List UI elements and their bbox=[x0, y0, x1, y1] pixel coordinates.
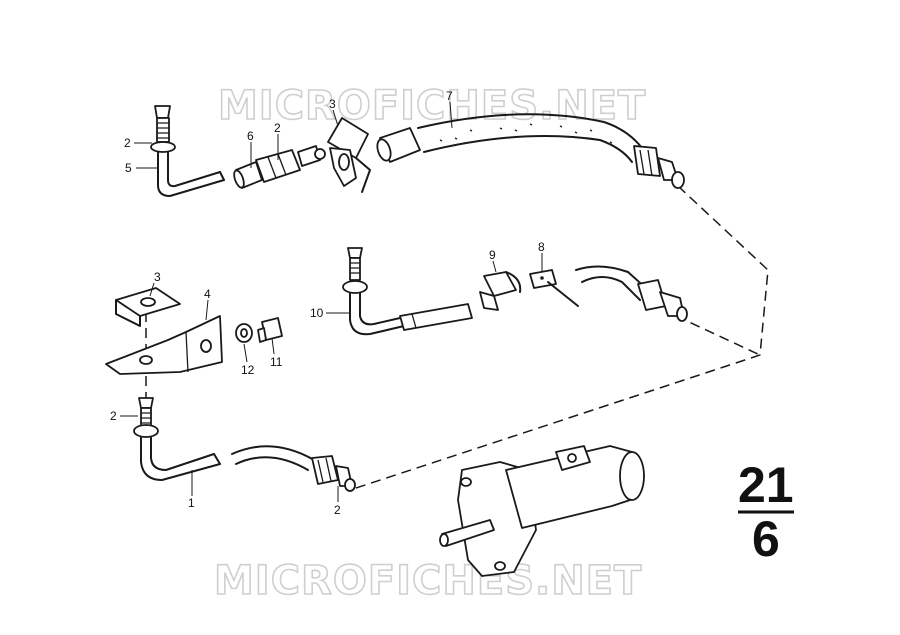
callout-9: 9 bbox=[489, 248, 496, 262]
pipe-5 bbox=[157, 151, 225, 197]
callout-6: 6 bbox=[247, 129, 254, 143]
group-number: 21 6 bbox=[738, 457, 794, 567]
callout-3: 3 bbox=[154, 270, 161, 284]
retainer-8 bbox=[529, 269, 579, 307]
callout-5: 5 bbox=[125, 161, 132, 175]
callout-11: 11 bbox=[270, 355, 283, 369]
callout-2: 2 bbox=[110, 409, 117, 423]
callout-2: 2 bbox=[124, 136, 131, 150]
bolt-11 bbox=[257, 317, 283, 343]
watermark-top: MICROFICHES.NET bbox=[218, 83, 646, 129]
callout-1: 1 bbox=[188, 496, 195, 510]
pipe-1 bbox=[140, 436, 315, 481]
callout-8: 8 bbox=[538, 240, 545, 254]
pipe-nut-lower-left bbox=[133, 397, 159, 438]
mount-plate-4 bbox=[105, 315, 223, 375]
sleeve-6 bbox=[233, 161, 263, 189]
callout-12: 12 bbox=[241, 363, 255, 377]
assembly-dashed-lines bbox=[145, 185, 769, 491]
pipe-nut-upper-left bbox=[150, 105, 176, 153]
callout-3: 3 bbox=[329, 97, 336, 111]
pipe-10 bbox=[342, 247, 473, 336]
washer-12 bbox=[235, 323, 253, 343]
callout-leaders bbox=[120, 101, 543, 502]
bracket-3-upper bbox=[327, 117, 371, 193]
pipe-nut-bottom bbox=[311, 455, 356, 492]
bracket-3-lower bbox=[115, 287, 181, 327]
clip-9 bbox=[479, 271, 522, 311]
callout-labels: 2 5 6 2 3 7 9 8 10 3 4 12 11 2 1 2 bbox=[110, 89, 545, 517]
slave-cylinder bbox=[439, 445, 645, 577]
callout-2: 2 bbox=[274, 121, 281, 135]
callout-4: 4 bbox=[204, 287, 211, 301]
callout-10: 10 bbox=[310, 306, 324, 320]
group-number-top: 21 bbox=[738, 457, 794, 513]
group-number-bottom: 6 bbox=[752, 511, 780, 567]
callout-2: 2 bbox=[334, 503, 341, 517]
watermark-bottom: MICROFICHES.NET bbox=[214, 558, 642, 604]
union-nut-upper bbox=[255, 145, 326, 183]
hose-segment-right bbox=[575, 265, 688, 322]
brake-hose-7 bbox=[376, 113, 685, 189]
callout-7: 7 bbox=[446, 89, 453, 103]
